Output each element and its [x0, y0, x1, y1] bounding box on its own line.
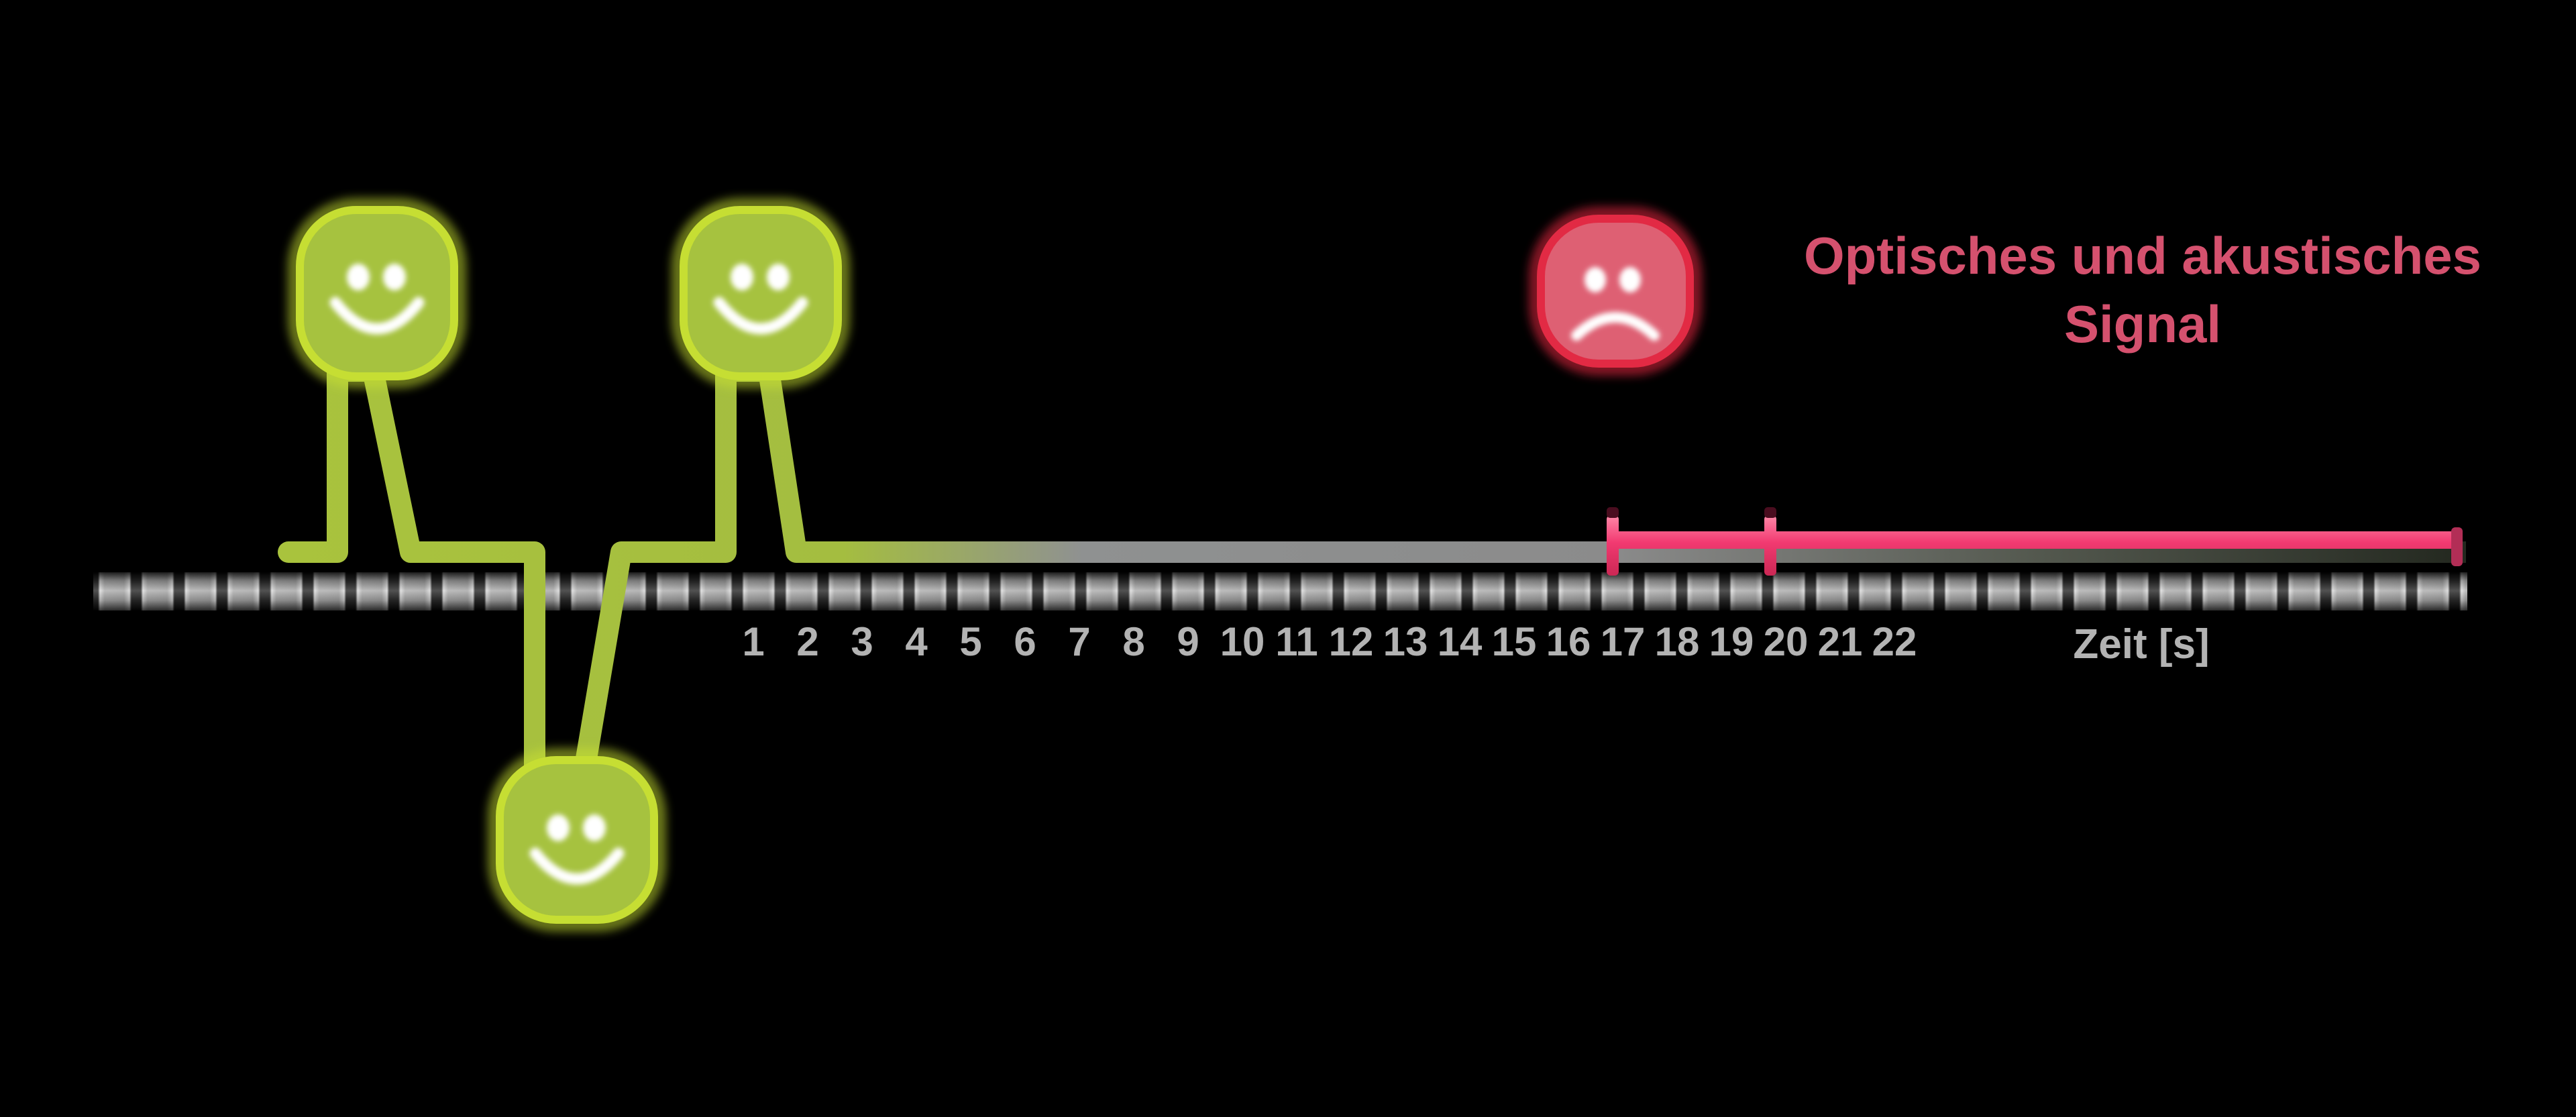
tick-label: 7: [1068, 619, 1091, 664]
alarm-tick-2: [1764, 515, 1776, 576]
happy-face-1-icon: [288, 198, 466, 388]
tick-label: 2: [796, 619, 819, 664]
tick-label: 18: [1654, 619, 1700, 664]
tick-label: 14: [1437, 619, 1483, 664]
tick-label: 3: [851, 619, 873, 664]
tick-label: 19: [1709, 619, 1754, 664]
alarm-tick-1: [1607, 515, 1619, 576]
alarm-end-cap: [2451, 527, 2463, 566]
signal-trace: [278, 360, 1622, 801]
tick-label: 17: [1600, 619, 1646, 664]
alarm-annotation-line1: Optisches und akustisches: [1803, 226, 2482, 285]
tick-label: 22: [1872, 619, 1917, 664]
tick-label: 6: [1014, 619, 1036, 664]
tick-label: 4: [905, 619, 928, 664]
alarm-annotation: Optisches und akustisches Signal: [1804, 221, 2481, 358]
tick-label: 16: [1546, 619, 1591, 664]
tick-label: 5: [959, 619, 982, 664]
tick-label: 12: [1328, 619, 1374, 664]
sad-face-icon: [1529, 207, 1702, 376]
time-axis-label: Zeit [s]: [2073, 621, 2210, 668]
alarm-annotation-line2: Signal: [2063, 295, 2222, 354]
tick-label: 8: [1122, 619, 1145, 664]
alarm-signal-line: [1607, 507, 2463, 576]
tick-label: 10: [1220, 619, 1265, 664]
timeline-ruler: [93, 570, 2467, 613]
tick-label: 20: [1763, 619, 1809, 664]
tick-label: 15: [1491, 619, 1537, 664]
happy-face-3-icon: [488, 748, 666, 932]
tick-label: 13: [1383, 619, 1428, 664]
tick-label: 21: [1817, 619, 1863, 664]
happy-face-2-icon: [672, 198, 850, 388]
tick-label: 9: [1177, 619, 1199, 664]
tick-label: 1: [742, 619, 765, 664]
tick-label: 11: [1275, 619, 1318, 664]
